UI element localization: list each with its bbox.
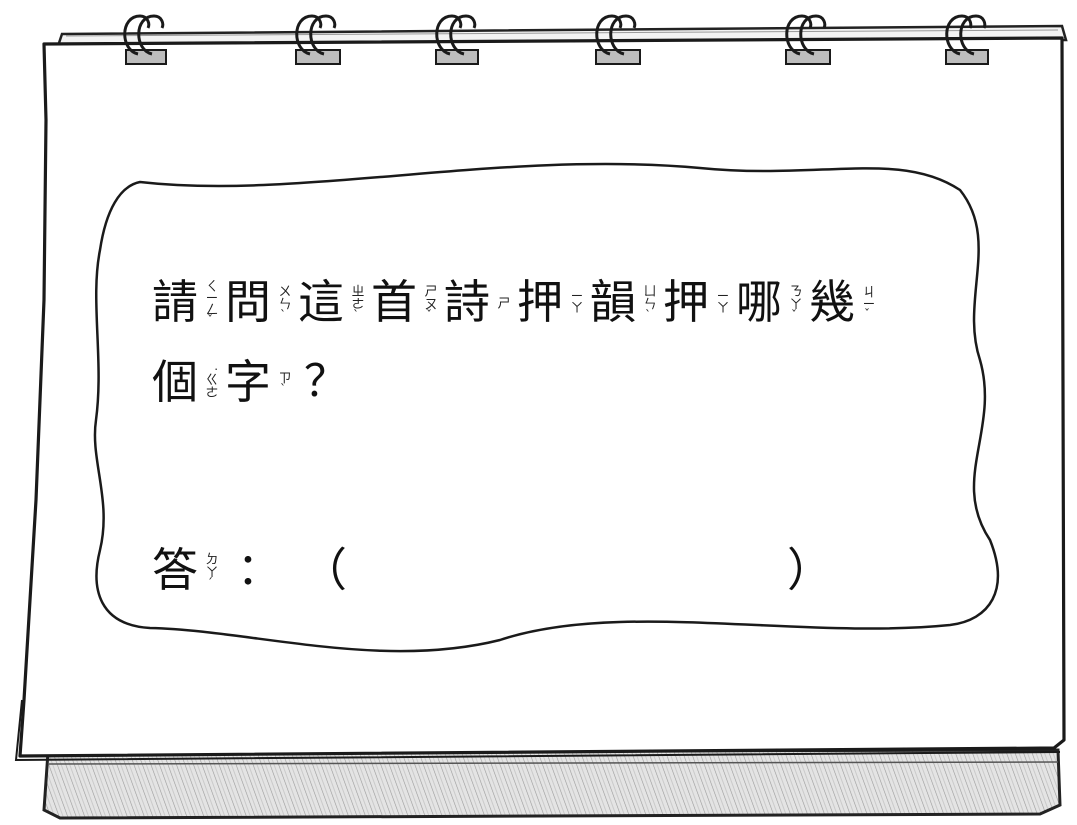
answer-close-paren: ） xyxy=(787,543,833,597)
spiral-rings xyxy=(123,14,989,65)
char-ya: 押 ㄧㄚ xyxy=(517,275,583,329)
answer-colon: ： xyxy=(237,544,281,595)
answer-blank[interactable] xyxy=(347,550,787,590)
wavy-frame xyxy=(93,162,1000,653)
char-ya-2: 押 ㄧㄚ xyxy=(663,275,729,329)
char-shi: 詩 ㄕ xyxy=(444,275,510,329)
question-mark: ？ xyxy=(304,356,348,407)
answer-open-paren: （ xyxy=(301,543,347,597)
char-ge: 個 ˙ㄍㄜ xyxy=(152,355,218,409)
calendar-stand xyxy=(42,748,1062,820)
